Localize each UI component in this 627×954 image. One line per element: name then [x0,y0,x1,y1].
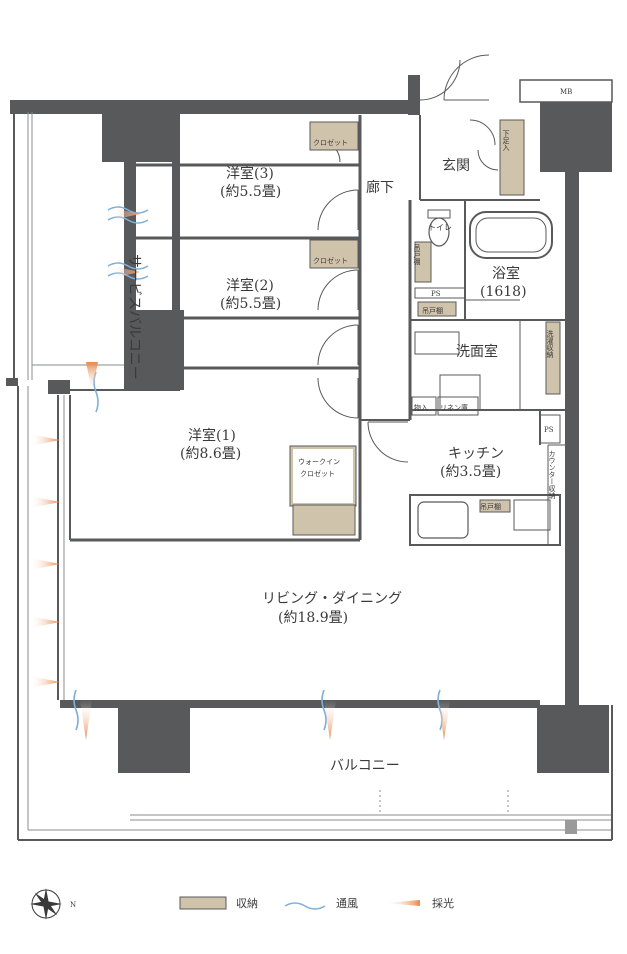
kitchen-shelf-label: 吊戸棚 [480,502,501,511]
linen-label: リネン庫 [440,403,468,412]
kitchen-area: (約3.5畳) [440,464,501,480]
room-west3-label: 洋室(3) [226,165,274,182]
bath-size: (1618) [480,284,527,300]
toilet-label: トイレ [428,223,452,232]
kitchen-label: キッチン [448,446,504,462]
left-window-frame [48,380,70,700]
legend-ventilation-label: 通風 [336,897,358,910]
wash-shelf-label: 吊戸棚 [422,306,443,315]
walkin-label-1: ウォークイン [298,458,340,466]
legend: N 収納 通風 採光 [30,888,454,920]
interior-walls [69,115,565,546]
hallway-label: 廊下 [366,179,394,196]
storage-areas [289,119,561,536]
lighting-marks [30,208,450,740]
service-balcony-outline [13,112,124,380]
bath-label: 浴室 [492,265,520,282]
ps-label: PS [431,290,441,298]
room-west1-area: (約8.6畳) [180,446,241,462]
ventilation-icon [284,902,326,910]
toilet-shelf-label: 吊戸棚 [413,244,421,266]
entrance-label: 玄関 [442,157,470,174]
mb-label: MB [560,88,572,96]
counter-storage-label: カウンター収納 [548,450,556,500]
room-west2-label: 洋室(2) [226,277,274,294]
room-west3-area: (約5.5畳) [220,184,281,200]
living-area: (約18.9畳) [278,610,348,626]
small-labels: 下足入 クロゼット クロゼット ウォークイン クロゼット 吊戸棚 PS 吊戸棚 … [298,130,556,511]
washer-storage-label: 洗濯収納 [546,329,554,359]
walkin-label-2: クロゼット [300,469,335,478]
ps2-label: PS [544,426,554,434]
room-west1-label: 洋室(1) [188,427,236,444]
structural-walls [6,75,612,773]
closet3-label: クロゼット [313,138,348,147]
storage-label: 物入 [414,403,428,412]
room-labels: サービスバルコニー 洋室(3) (約5.5畳) 洋室(2) (約5.5畳) 洋室… [126,157,527,774]
legend-storage-label: 収納 [236,897,258,910]
room-west2-area: (約5.5畳) [220,296,281,312]
closet2-label: クロゼット [313,256,348,265]
balcony-outline [17,386,613,841]
shoe-closet-label: 下足入 [502,130,510,151]
compass-icon: N [30,888,76,920]
mb-box: MB [519,79,613,103]
living-label: リビング・ダイニング [262,591,402,607]
lighting-icon [384,900,420,906]
legend-lighting-label: 採光 [432,896,454,910]
storage-swatch [179,896,227,910]
service-balcony-label: サービスバルコニー [126,254,142,380]
north-label: N [70,901,76,909]
balcony-label: バルコニー [330,758,400,774]
washroom-label: 洗面室 [456,343,498,360]
